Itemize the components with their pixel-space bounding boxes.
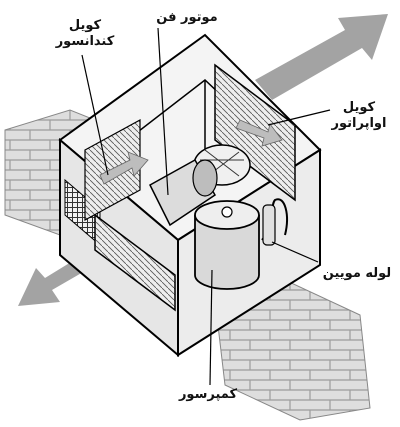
- label-compressor: کمپرسور: [178, 387, 238, 402]
- label-condenser-coil: کویل کندانسور: [40, 18, 130, 50]
- capillary-tube: [261, 198, 288, 246]
- label-evaporator-coil-line1: کویل: [342, 100, 376, 115]
- label-fan-motor: موتور فن: [156, 10, 218, 25]
- compressor: [194, 200, 260, 290]
- label-condenser-coil-line2: کندانسور: [55, 34, 115, 49]
- fan-motor: [149, 158, 218, 227]
- airflow-arrow-outlet: [255, 14, 388, 100]
- label-evaporator-coil: کویل اواپراتور: [322, 100, 396, 132]
- leader-lines: [81, 27, 331, 386]
- label-capillary-tube: لوله مویین: [322, 266, 392, 281]
- airflow-arrow-inner-1: [99, 151, 149, 185]
- label-evaporator-coil-line2: اواپراتور: [331, 116, 387, 131]
- label-condenser-coil-line1: کویل: [68, 18, 102, 33]
- airflow-arrow-inner-2: [235, 119, 283, 147]
